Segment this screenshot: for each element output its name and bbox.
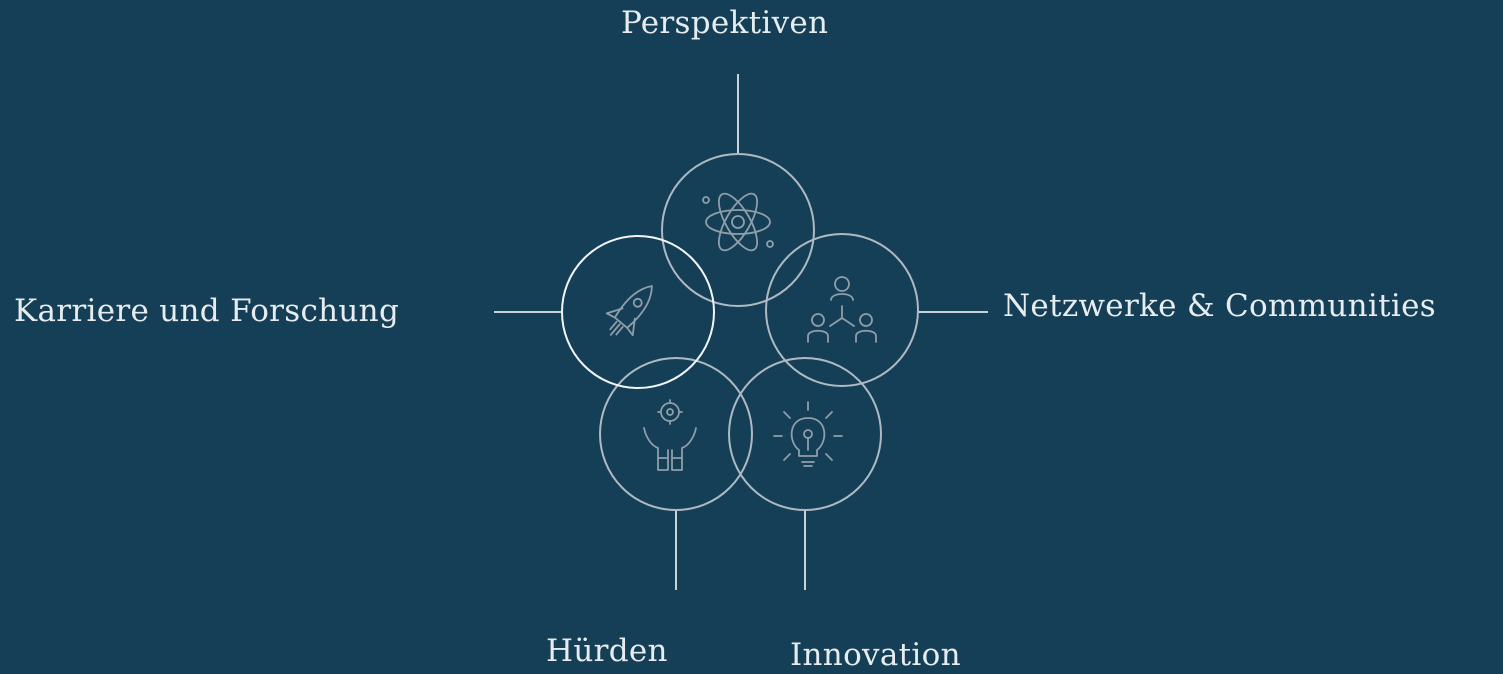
ring-innovation[interactable]	[728, 357, 882, 511]
lightbulb-icon	[773, 401, 843, 467]
ring-netzwerke[interactable]	[765, 233, 919, 387]
rocket-icon	[605, 285, 653, 337]
network-people-icon	[807, 276, 877, 343]
label-karriere-und-forschung[interactable]: Karriere und Forschung	[14, 293, 400, 329]
ring-huerden[interactable]	[599, 357, 753, 511]
hands-gear-icon	[643, 399, 697, 471]
label-innovation[interactable]: Innovation	[790, 637, 961, 673]
ring-perspektiven[interactable]	[661, 153, 815, 307]
label-perspektiven[interactable]: Perspektiven	[621, 5, 829, 41]
atom-icon	[702, 192, 774, 252]
label-netzwerke-communities[interactable]: Netzwerke & Communities	[1003, 288, 1436, 324]
ring-karriere[interactable]	[561, 235, 715, 389]
label-huerden[interactable]: Hürden	[546, 633, 668, 669]
